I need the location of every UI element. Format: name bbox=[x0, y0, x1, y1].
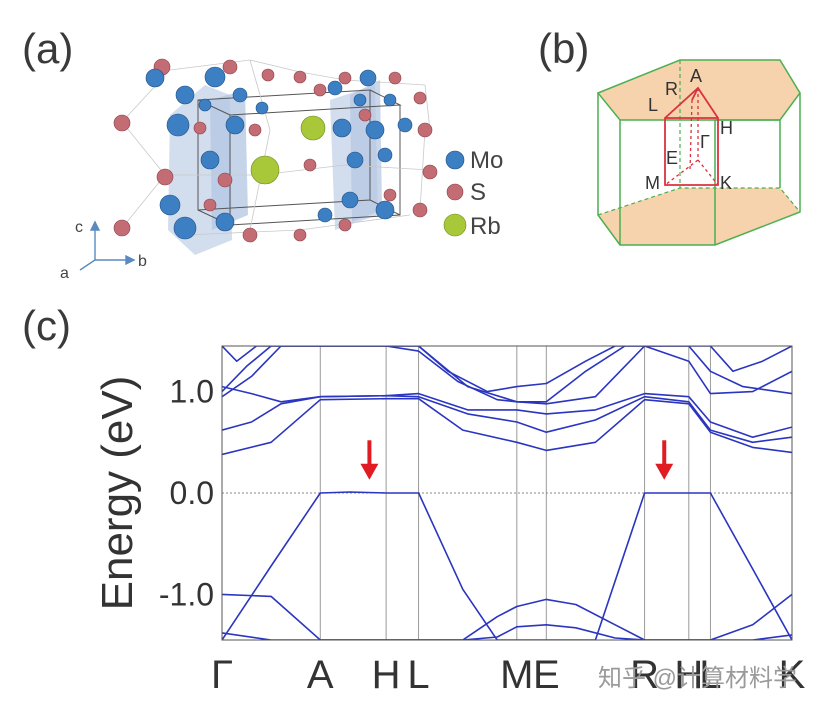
axis-label-c: c bbox=[75, 219, 83, 236]
bz-edges bbox=[597, 93, 801, 246]
watermark: 知乎 @计算材料学 bbox=[598, 665, 797, 692]
y-tick-label: 0.0 bbox=[170, 475, 214, 511]
bz-bottom-face bbox=[598, 188, 800, 245]
band-lines bbox=[222, 346, 792, 640]
panel-label-a: (a) bbox=[22, 25, 73, 72]
legend-label-rb: Rb bbox=[470, 213, 501, 240]
kpoint-label: H bbox=[674, 653, 703, 697]
bz-label-e: E bbox=[666, 148, 678, 168]
band-line bbox=[222, 491, 792, 640]
bz-hidden-edges bbox=[597, 60, 801, 216]
bz-path-dashed bbox=[664, 88, 719, 186]
axis-label-b: b bbox=[138, 253, 147, 270]
kpoint-label: K bbox=[779, 653, 806, 697]
legend-marker-rb bbox=[443, 213, 467, 237]
bz-label-l: L bbox=[648, 95, 658, 115]
bz-label-h: H bbox=[720, 118, 733, 138]
bz-label-r: R bbox=[665, 79, 678, 99]
plot-frame bbox=[221, 345, 793, 641]
crystal-structure bbox=[113, 58, 438, 255]
bz-label-k: K bbox=[720, 173, 732, 193]
atom-legend: Mo S Rb bbox=[443, 147, 503, 240]
band-line bbox=[222, 346, 792, 405]
legend-label-s: S bbox=[470, 179, 486, 206]
flat-band-arrow-head bbox=[655, 463, 674, 480]
polyhedra-right2 bbox=[350, 80, 382, 222]
panel-label-c: (c) bbox=[22, 302, 71, 349]
kpoint-label: H bbox=[372, 653, 401, 697]
y-tick-label: 1.0 bbox=[170, 374, 214, 410]
legend-marker-s bbox=[446, 183, 464, 201]
axis-label-a: a bbox=[60, 265, 69, 282]
bz-label-gamma: Γ bbox=[700, 132, 710, 152]
legend-marker-mo bbox=[445, 150, 465, 170]
band-line bbox=[222, 385, 792, 438]
kpoint-label: L bbox=[407, 653, 429, 697]
band-line bbox=[222, 346, 792, 403]
flat-band-arrows bbox=[360, 440, 674, 480]
unit-cell bbox=[197, 89, 402, 226]
legend-label-mo: Mo bbox=[470, 147, 503, 174]
kpoint-label: M bbox=[500, 653, 533, 697]
band-line bbox=[222, 346, 792, 393]
band-line bbox=[222, 394, 792, 444]
kpoint-label: L bbox=[699, 653, 721, 697]
band-line bbox=[222, 593, 792, 640]
kpoint-label: Γ bbox=[211, 653, 233, 697]
bz-label-m: M bbox=[645, 173, 660, 193]
y-axis-label: Energy (eV) bbox=[93, 376, 142, 611]
lattice-axes bbox=[79, 220, 136, 271]
brillouin-zone bbox=[596, 59, 801, 246]
kpoint-label: R bbox=[630, 653, 659, 697]
bz-label-a: A bbox=[690, 66, 702, 86]
band-line bbox=[222, 624, 792, 640]
panel-label-b: (b) bbox=[538, 25, 589, 72]
kpoint-label: E bbox=[533, 653, 560, 697]
flat-band-arrow-head bbox=[360, 463, 379, 480]
kpoint-label: A bbox=[307, 653, 334, 697]
y-tick-label: -1.0 bbox=[159, 576, 214, 612]
rb-atoms bbox=[250, 115, 326, 185]
y-axis-ticks: 1.0 0.0 -1.0 bbox=[159, 374, 214, 613]
mo-atoms bbox=[145, 66, 413, 240]
band-line bbox=[222, 397, 792, 456]
